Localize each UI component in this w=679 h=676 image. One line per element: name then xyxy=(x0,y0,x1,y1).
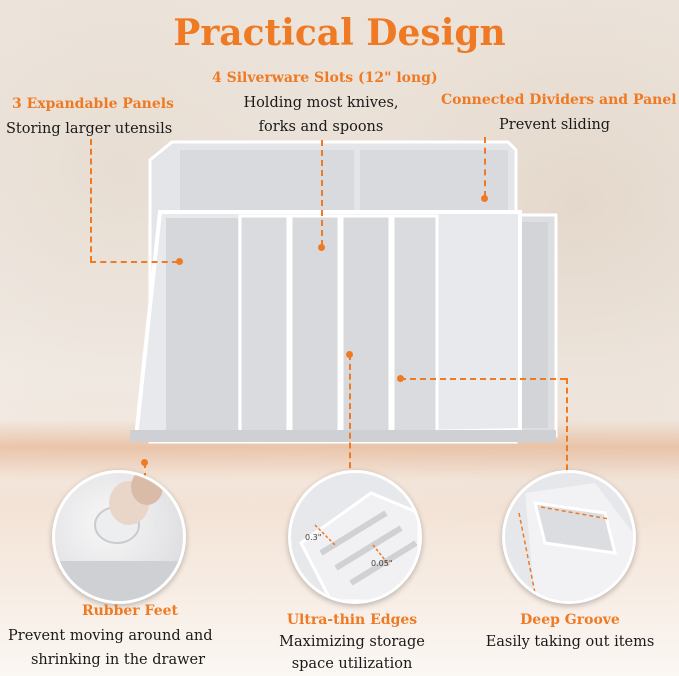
edges-desc-line2: space utilization xyxy=(291,656,413,672)
deep-groove-photo xyxy=(502,470,636,604)
ultra-thin-edges-photo: 0.3" 0.05" xyxy=(288,470,422,604)
slots-desc-line2: forks and spoons xyxy=(258,119,384,135)
feet-desc-line1: Prevent moving around and xyxy=(8,628,213,644)
edges-desc-line1: Maximizing storage xyxy=(279,634,425,650)
feet-desc-line2: shrinking in the drawer xyxy=(30,652,206,668)
rubber-feet-photo xyxy=(52,470,186,604)
edges-callout-line xyxy=(349,354,351,478)
groove-title: Deep Groove xyxy=(520,612,620,628)
groove-callout-line-h xyxy=(400,378,566,380)
slots-callout-dot xyxy=(318,244,325,251)
edge-measure-a: 0.3" xyxy=(305,533,322,542)
panels-callout-line xyxy=(90,139,92,262)
slots-callout-line xyxy=(321,140,323,246)
page-title: Practical Design xyxy=(173,12,506,54)
groove-desc: Easily taking out items xyxy=(485,634,655,650)
dividers-callout-dot xyxy=(481,195,488,202)
edge-measure-b: 0.05" xyxy=(371,559,393,568)
feet-title: Rubber Feet xyxy=(81,603,178,619)
slots-desc-line1: Holding most knives, xyxy=(243,95,399,111)
dividers-title: Connected Dividers and Panel xyxy=(441,92,677,108)
groove-callout-dot xyxy=(397,375,404,382)
panels-desc: Storing larger utensils xyxy=(6,121,173,137)
panels-callout-line-h xyxy=(90,261,178,263)
edges-title: Ultra-thin Edges xyxy=(286,612,418,628)
dividers-callout-line xyxy=(484,137,486,197)
feet-callout-dot xyxy=(141,459,148,466)
panels-title: 3 Expandable Panels xyxy=(12,96,174,112)
groove-callout-line-v xyxy=(566,378,568,480)
edges-callout-dot xyxy=(346,351,353,358)
panels-callout-dot xyxy=(176,258,183,265)
dividers-desc: Prevent sliding xyxy=(499,117,611,133)
slots-title: 4 Silverware Slots (12" long) xyxy=(212,70,438,86)
